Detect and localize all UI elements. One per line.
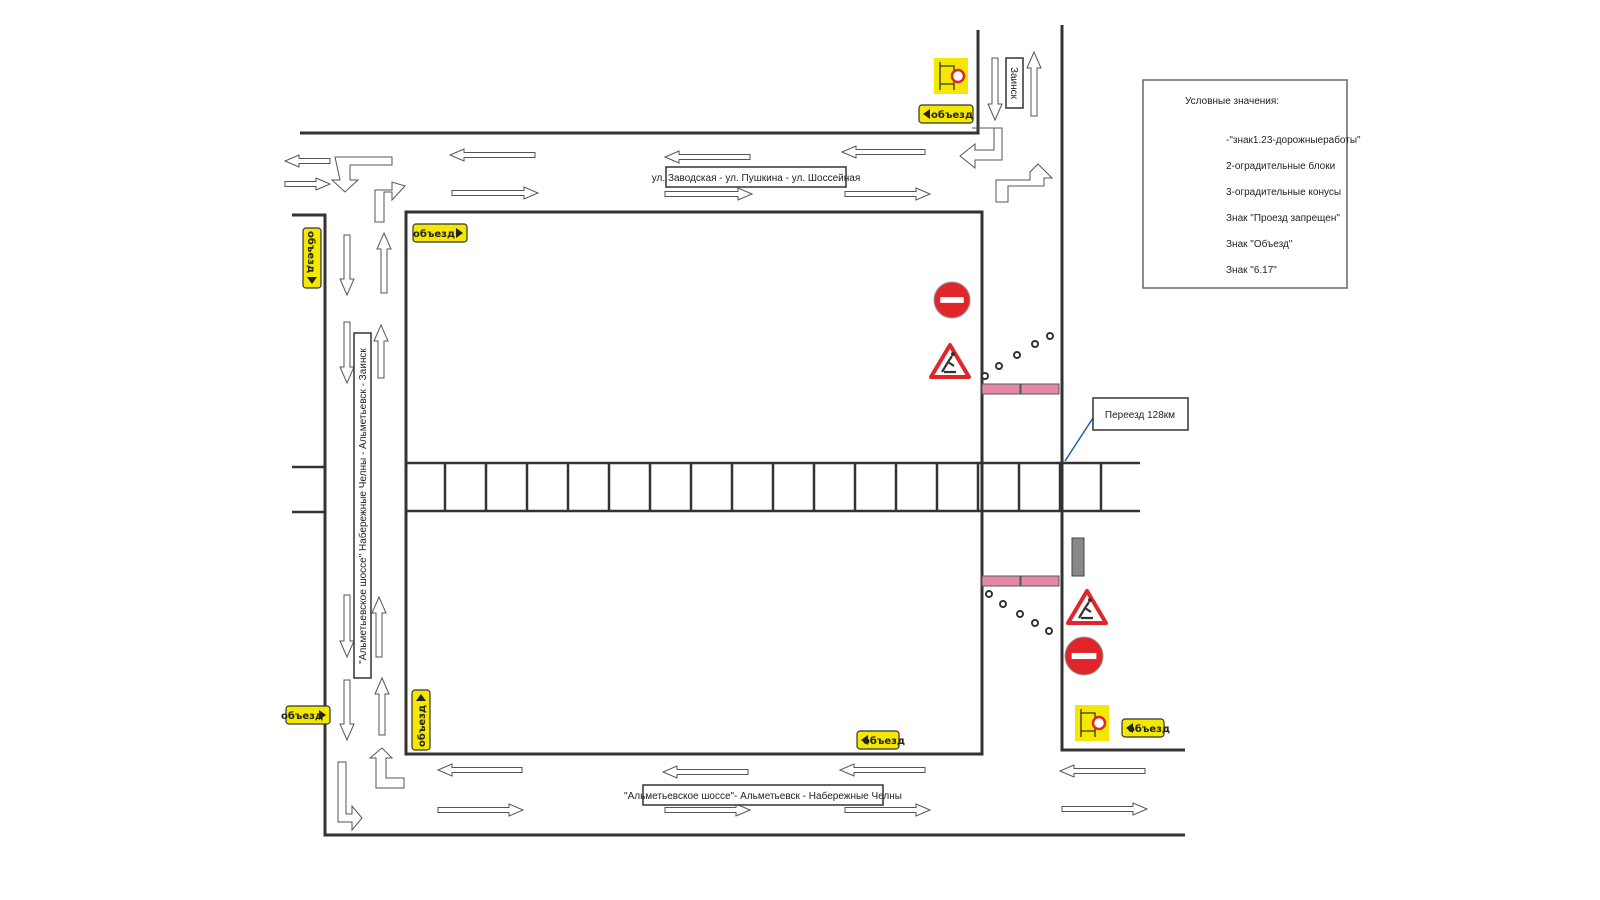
detour-sign-text: объезд bbox=[281, 710, 323, 722]
no-entry-sign bbox=[933, 281, 971, 319]
detour-sign: объезд bbox=[281, 705, 331, 725]
traffic-arrow bbox=[376, 231, 392, 294]
traffic-arrow bbox=[436, 763, 523, 777]
traffic-arrow bbox=[371, 595, 387, 658]
cone bbox=[1045, 627, 1053, 635]
detour-scheme-sign bbox=[1075, 705, 1109, 741]
crossing-callout: Переезд 128км bbox=[1064, 397, 1189, 462]
arrow-icon bbox=[861, 735, 868, 745]
cone bbox=[1031, 340, 1039, 348]
roadwork-sign bbox=[1066, 589, 1108, 625]
traffic-arrow bbox=[661, 765, 749, 779]
legend-label: Знак "Объезд" bbox=[1226, 238, 1293, 250]
traffic-arrow bbox=[844, 803, 932, 817]
cone bbox=[1031, 619, 1039, 627]
top-street-label: ул. Заводская - ул. Пушкина - ул. Шоссей… bbox=[652, 166, 860, 188]
detour-sign: объезд bbox=[918, 104, 974, 124]
detour-sign: объезд bbox=[302, 227, 322, 289]
traffic-arrow bbox=[1058, 764, 1146, 778]
legend-title: Условные значения: bbox=[1185, 96, 1279, 107]
road-edge-top bbox=[300, 30, 980, 135]
traffic-arrow bbox=[283, 154, 331, 168]
railway-crossing bbox=[292, 461, 1140, 514]
right-street-text: Заинск bbox=[1008, 67, 1019, 100]
detour-sign-text: объезд bbox=[931, 109, 973, 121]
cone bbox=[999, 600, 1007, 608]
no-entry-sign bbox=[1064, 636, 1104, 676]
detour-sign: объезд bbox=[1121, 718, 1170, 738]
arrow-icon bbox=[307, 277, 317, 284]
detour-sign-text: объезд bbox=[863, 735, 905, 747]
detour-sign: объезд bbox=[412, 223, 468, 243]
barrier-block bbox=[1020, 575, 1060, 587]
traffic-arrow bbox=[339, 321, 355, 385]
road-edge-right bbox=[1060, 25, 1185, 752]
legend-label: Знак "6.17" bbox=[1226, 265, 1277, 276]
traffic-arrow bbox=[373, 323, 389, 379]
detour-sign: объезд bbox=[856, 730, 905, 750]
cone bbox=[995, 362, 1003, 370]
arrow-icon bbox=[923, 109, 930, 119]
traffic-light-icon bbox=[1071, 537, 1085, 577]
left-street-text: "Альметьевское шоссе" Набережные Челны -… bbox=[357, 348, 369, 664]
bottom-street-label: "Альметьевское шоссе"- Альметьевск - Наб… bbox=[624, 784, 902, 806]
arrow-icon bbox=[416, 694, 426, 701]
bottom-street-text: "Альметьевское шоссе"- Альметьевск - Наб… bbox=[624, 790, 902, 802]
detour-sign-text: объезд bbox=[416, 705, 428, 747]
traffic-arrow bbox=[1061, 802, 1149, 816]
road-edge-left bbox=[292, 213, 1185, 837]
traffic-arrow bbox=[339, 679, 355, 742]
turn-arrow bbox=[959, 127, 1003, 170]
traffic-arrow bbox=[374, 676, 390, 736]
cone bbox=[1016, 610, 1024, 618]
traffic-arrow bbox=[844, 187, 932, 201]
top-street-text: ул. Заводская - ул. Пушкина - ул. Шоссей… bbox=[652, 173, 860, 184]
cone bbox=[1046, 332, 1054, 340]
barrier-block bbox=[981, 383, 1021, 395]
callout-text: Переезд 128км bbox=[1105, 410, 1175, 421]
legend-label: 2-оградительные блоки bbox=[1226, 160, 1335, 172]
traffic-arrow bbox=[451, 186, 540, 200]
traffic-arrow bbox=[838, 763, 926, 777]
traffic-arrow bbox=[664, 803, 752, 817]
traffic-arrow bbox=[663, 150, 751, 164]
left-street-label: "Альметьевское шоссе" Набережные Челны -… bbox=[353, 332, 372, 679]
barrier-block bbox=[981, 575, 1021, 587]
detour-sign-text: объезд bbox=[413, 228, 455, 240]
traffic-arrow bbox=[437, 803, 525, 817]
traffic-arrow bbox=[448, 148, 536, 162]
barrier-block bbox=[1020, 383, 1060, 395]
turn-arrow bbox=[330, 156, 393, 193]
legend-label: -"знак1.23-дорожныеработы" bbox=[1226, 134, 1361, 146]
roadwork-sign bbox=[929, 343, 971, 379]
turn-arrow bbox=[337, 761, 363, 832]
traffic-arrow bbox=[339, 234, 355, 297]
inner-block bbox=[404, 210, 984, 756]
legend: Условные значения: -"знак1.23-дорожныера… bbox=[1142, 79, 1361, 289]
cone bbox=[981, 372, 989, 380]
traffic-arrow bbox=[1026, 50, 1042, 117]
legend-label: 3-оградительные конусы bbox=[1226, 187, 1341, 198]
turn-arrow bbox=[995, 163, 1054, 203]
cone bbox=[1013, 351, 1021, 359]
traffic-arrow bbox=[987, 57, 1003, 122]
cone bbox=[985, 590, 993, 598]
traffic-arrow bbox=[284, 177, 332, 191]
detour-sign-text: объезд bbox=[305, 231, 317, 273]
legend-label: Знак "Проезд запрещен" bbox=[1226, 213, 1340, 224]
traffic-arrow bbox=[664, 187, 754, 201]
right-street-label: Заинск bbox=[1005, 57, 1024, 109]
detour-sign: объезд bbox=[411, 689, 431, 751]
detour-sign-text: объезд bbox=[1128, 723, 1170, 735]
traffic-arrow bbox=[339, 594, 355, 659]
arrow-icon bbox=[1126, 723, 1133, 733]
arrow-icon bbox=[319, 710, 326, 720]
traffic-arrow bbox=[840, 145, 926, 159]
detour-scheme-sign bbox=[934, 58, 968, 94]
turn-arrow bbox=[368, 747, 405, 789]
turn-arrow bbox=[374, 181, 406, 223]
arrow-icon bbox=[456, 228, 463, 238]
